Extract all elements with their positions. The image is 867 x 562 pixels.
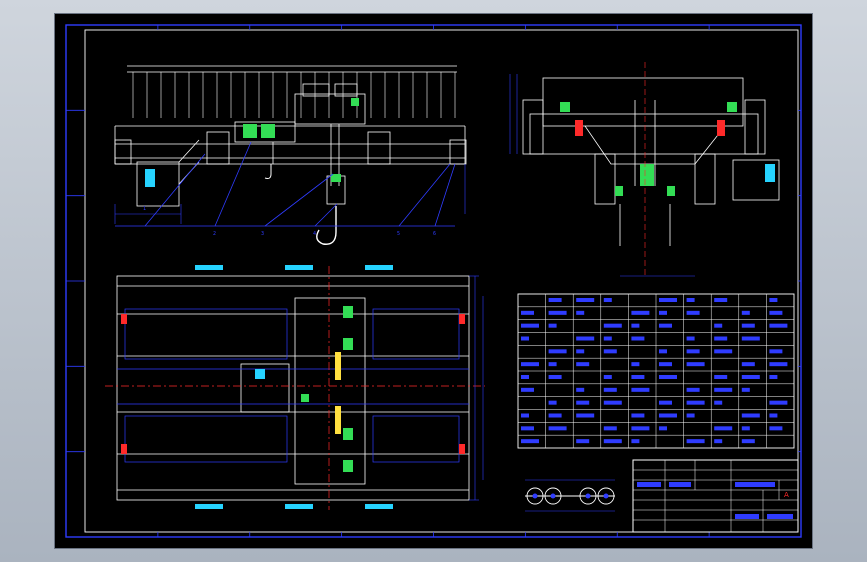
sheet-frame	[65, 24, 802, 538]
side-elevation	[509, 62, 780, 277]
svg-text:3: 3	[261, 231, 264, 237]
title-block: A	[632, 459, 799, 533]
title-block-mark: A	[784, 491, 789, 499]
plan-view	[105, 265, 485, 510]
svg-text:6: 6	[433, 231, 436, 237]
parts-table	[517, 293, 795, 449]
front-elevation: 1 2 3 4 5 6	[114, 65, 467, 245]
zone-ticks	[66, 25, 801, 537]
crane-drawing: 1 2 3 4 5 6	[65, 24, 802, 538]
svg-text:2: 2	[213, 231, 216, 237]
svg-text:1: 1	[143, 206, 146, 212]
wheel-detail	[525, 479, 615, 512]
svg-text:4: 4	[313, 231, 316, 237]
svg-text:5: 5	[397, 231, 400, 237]
drawing-sheet: 1 2 3 4 5 6	[55, 14, 812, 548]
